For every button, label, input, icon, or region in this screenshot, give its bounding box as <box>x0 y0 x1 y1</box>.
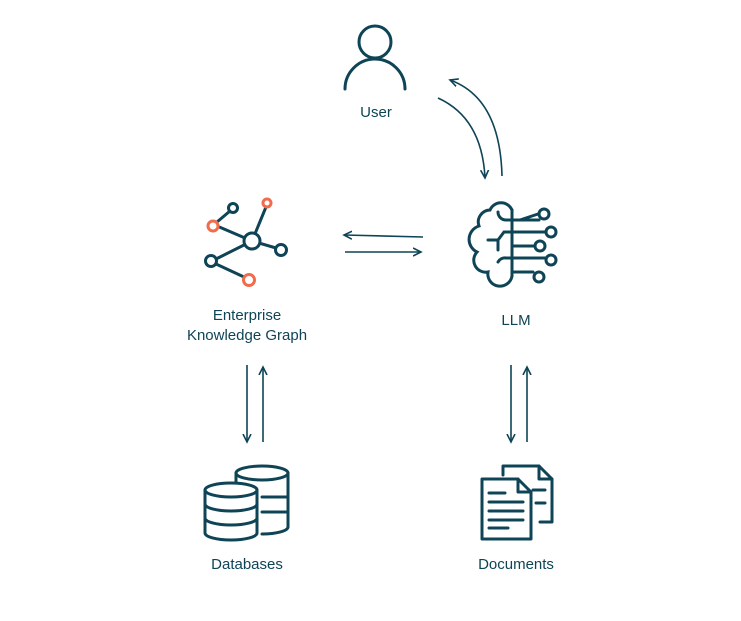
documents-icon <box>480 464 554 541</box>
arrow-llm-to-graph <box>344 235 424 237</box>
databases-label: Databases <box>211 556 283 573</box>
documents-label: Documents <box>478 556 554 573</box>
knowledge-graph-icon <box>204 197 288 287</box>
llm-brain-icon <box>467 201 558 288</box>
llm-label: LLM <box>501 312 531 329</box>
databases-icon <box>203 464 290 542</box>
graph-label-line2: Knowledge Graph <box>186 327 308 344</box>
arrow-llm-to-user <box>450 80 503 177</box>
arrow-user-to-llm <box>437 97 485 178</box>
graph-label-line1: Enterprise <box>212 307 282 324</box>
user-label: User <box>360 104 392 121</box>
user-icon <box>343 24 407 91</box>
